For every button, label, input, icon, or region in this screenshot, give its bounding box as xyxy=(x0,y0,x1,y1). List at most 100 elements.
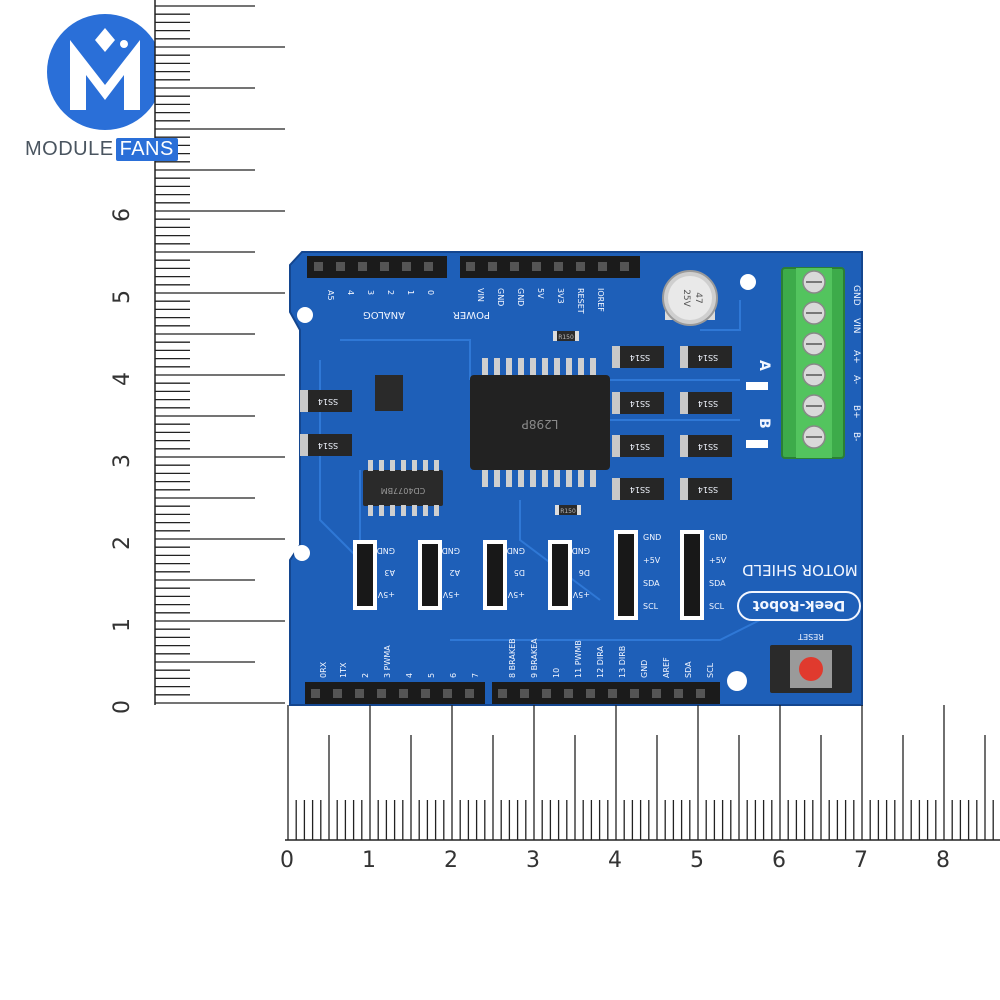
ruler-number: 2 xyxy=(444,848,458,873)
power-pin-label: VIN xyxy=(476,288,485,302)
power-pin-label: 3V3 xyxy=(556,288,565,304)
digital-pin-label: 5 xyxy=(427,673,436,678)
diode-label: SS14 xyxy=(698,353,718,362)
logic-chip-pin xyxy=(390,505,395,516)
jumper-pin-label: GND xyxy=(507,546,525,555)
jumper-pin-label: SDA xyxy=(709,579,726,588)
ruler-number: 6 xyxy=(772,848,786,873)
digital-header-high xyxy=(492,682,720,704)
power-pin-label: IOREF xyxy=(596,288,605,312)
resistor-label: R150 xyxy=(558,334,574,341)
header-hole xyxy=(532,262,541,271)
screw-terminal-block xyxy=(781,267,845,459)
reset-button: RESET xyxy=(770,632,852,693)
header-hole xyxy=(630,689,639,698)
chip-pin xyxy=(578,469,584,487)
digital-header-low xyxy=(305,682,485,704)
jumper-pin-label: D6 xyxy=(579,568,590,577)
diode: SS14 xyxy=(612,435,664,457)
jumper-i2c-2: GND +5V SDA SCL xyxy=(680,530,727,620)
chip-pin xyxy=(530,358,536,376)
chip-pin xyxy=(518,358,524,376)
chip-pin xyxy=(578,358,584,376)
header-hole xyxy=(652,689,661,698)
power-pin-label: 5V xyxy=(536,288,545,299)
header-hole xyxy=(564,689,573,698)
terminal-label: VIN xyxy=(851,318,861,334)
logo-diamond xyxy=(95,28,115,52)
analog-pin-label: 3 xyxy=(366,290,375,295)
header-hole xyxy=(674,689,683,698)
jumper-pin-label: GND xyxy=(572,546,590,555)
header-hole xyxy=(424,262,433,271)
jumper-d6: GND D6 +5V xyxy=(548,540,590,610)
digital-pin-label: 0RX xyxy=(319,661,328,678)
power-pin-label: GND xyxy=(496,288,505,306)
jumper-d5: GND D5 +5V xyxy=(483,540,525,610)
power-pin-label: RESET xyxy=(576,288,585,314)
horizontal-ruler-ticks xyxy=(287,705,994,840)
ruler-number: 6 xyxy=(110,208,135,222)
header-hole xyxy=(576,262,585,271)
analog-pin-label: 0 xyxy=(426,290,435,295)
logic-chip-pin xyxy=(401,505,406,516)
l298p-driver-chip: L298P xyxy=(470,358,610,487)
diode-label: SS14 xyxy=(630,442,650,451)
terminal-labels: GND VIN A+ A- B+ B- xyxy=(851,285,861,441)
jumper-pin-label: SCL xyxy=(709,602,725,611)
chip-pin xyxy=(482,469,488,487)
led-b xyxy=(746,440,768,448)
terminal-label: A- xyxy=(851,375,861,384)
reset-label: RESET xyxy=(798,632,824,641)
diode: SS14 xyxy=(680,435,732,457)
header-hole xyxy=(608,689,617,698)
chip-pin xyxy=(566,358,572,376)
logo-dot xyxy=(120,40,128,48)
diode-label: SS14 xyxy=(630,399,650,408)
header-hole xyxy=(488,262,497,271)
logic-chip: CD4077BM xyxy=(363,460,443,516)
digital-pin-label: AREF xyxy=(662,657,671,678)
header-hole xyxy=(311,689,320,698)
jumper-pin-label: A2 xyxy=(449,568,460,577)
terminal-label: A+ xyxy=(851,350,861,364)
header-hole xyxy=(696,689,705,698)
chip-pin xyxy=(590,469,596,487)
logo-word-fans: FANS xyxy=(115,138,178,161)
header-hole xyxy=(421,689,430,698)
ruler-number: 2 xyxy=(110,536,135,550)
header-hole xyxy=(314,262,323,271)
digital-pin-label: 7 xyxy=(471,673,480,678)
header-hole xyxy=(586,689,595,698)
chip-pin xyxy=(506,469,512,487)
header-hole xyxy=(399,689,408,698)
header-hole xyxy=(466,262,475,271)
jumper-pin-label: A3 xyxy=(384,568,395,577)
power-pin-label: GND xyxy=(516,288,525,306)
ruler-number: 3 xyxy=(526,848,540,873)
logic-chip-pin xyxy=(368,460,373,471)
vertical-ruler-ticks xyxy=(155,5,285,704)
chip-pin xyxy=(530,469,536,487)
jumper-pin-label: +5V xyxy=(643,556,661,565)
digital-pin-label: 2 xyxy=(361,673,370,678)
logic-chip-pin xyxy=(412,460,417,471)
logic-chip-pin xyxy=(434,505,439,516)
ruler-number: 1 xyxy=(110,618,135,632)
diode: SS14 xyxy=(680,478,732,500)
diode: SS14 xyxy=(612,392,664,414)
header-hole xyxy=(355,689,364,698)
mount-hole xyxy=(740,274,756,290)
small-ic xyxy=(375,375,403,411)
digital-pin-labels: 0RX 1TX 2 3 PWMA 4 5 6 7 8 BRAKEB 9 BRAK… xyxy=(319,638,715,678)
ruler-number: 4 xyxy=(110,372,135,386)
header-hole xyxy=(443,689,452,698)
jumper-pin-label: SDA xyxy=(643,579,660,588)
power-pin-labels: VIN GND GND 5V 3V3 RESET IOREF xyxy=(476,288,605,314)
horizontal-ruler-body xyxy=(285,705,1000,845)
mount-hole xyxy=(297,307,313,323)
header-hole xyxy=(377,689,386,698)
header-hole xyxy=(380,262,389,271)
diode: SS14 xyxy=(612,478,664,500)
jumper-a2: GND A2 +5V xyxy=(418,540,460,610)
